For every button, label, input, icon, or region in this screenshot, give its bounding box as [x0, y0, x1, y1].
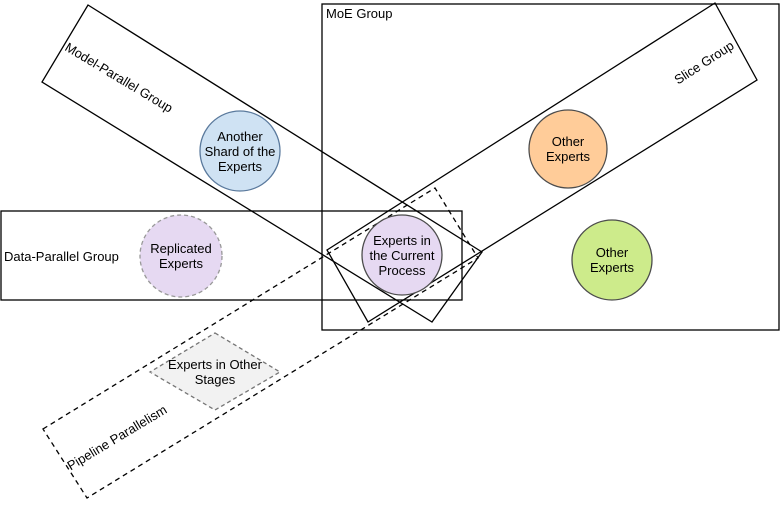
experts-other-stages-label: Experts in Other Stages	[168, 357, 262, 387]
another-shard-circle	[199, 110, 281, 192]
data-parallel-group-label: Data-Parallel Group	[4, 249, 119, 264]
slice-group-rect	[326, 2, 758, 323]
other-experts-slice-circle	[528, 109, 608, 189]
current-process-circle	[361, 214, 443, 296]
experts-other-stages-diamond	[148, 332, 282, 411]
data-parallel-group-rect	[0, 210, 463, 301]
pipeline-parallelism-rect	[42, 187, 479, 499]
other-experts-moe-circle	[571, 219, 653, 301]
other-experts-moe-label: Other Experts	[589, 245, 635, 275]
current-process-label: Experts in the Current Process	[369, 233, 435, 278]
another-shard-label: Another Shard of the Experts	[204, 129, 276, 174]
moe-group-label: MoE Group	[326, 6, 393, 21]
replicated-experts-label: Replicated Experts	[150, 241, 212, 271]
replicated-experts-circle	[139, 214, 223, 298]
other-experts-slice-label: Other Experts	[545, 134, 591, 164]
model-parallel-group-rect	[41, 4, 483, 323]
moe-group-rect	[321, 3, 780, 331]
